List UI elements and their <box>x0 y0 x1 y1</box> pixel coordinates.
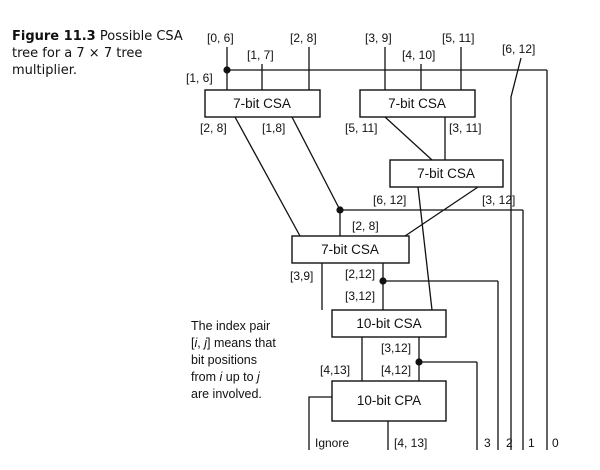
label-in-6-12: [6, 12] <box>502 42 535 56</box>
index-pair-note: The index pair [i, j] means that bit pos… <box>191 318 316 403</box>
csa-block-d-label: 7-bit CSA <box>321 242 379 257</box>
figure-number: Figure 11.3 <box>12 29 96 44</box>
wire-cpa-ignore <box>308 396 332 450</box>
note-line-3: bit positions <box>191 353 258 367</box>
csa-block-b-label: 7-bit CSA <box>388 96 446 111</box>
label-in-1-7: [1, 7] <box>247 48 274 62</box>
label-d-out-right2: [3,12] <box>345 289 375 303</box>
label-in-0-6: [0, 6] <box>207 31 234 45</box>
label-a-out-left: [2, 8] <box>200 121 227 135</box>
label-in-3-9: [3, 9] <box>365 31 392 45</box>
label-c-out-left: [6, 12] <box>373 193 406 207</box>
cpa-block-label: 10-bit CPA <box>357 393 421 408</box>
label-e-out-left: [4,13] <box>320 363 350 377</box>
label-d-out-right: [2,12] <box>345 267 375 281</box>
csa-block-e <box>331 309 447 338</box>
label-ignore: Ignore <box>315 436 349 450</box>
wire-b-out-left <box>384 116 433 161</box>
wire-a-out-left <box>234 116 301 237</box>
csa-block-a-label: 7-bit CSA <box>233 96 291 111</box>
label-bit0: 0 <box>552 436 559 450</box>
csa-block-c-label: 7-bit CSA <box>417 166 475 181</box>
figure-caption-text: Possible CSA tree for a 7 × 7 tree multi… <box>12 29 183 78</box>
figure-caption: Figure 11.3 Possible CSA tree for a 7 × … <box>12 28 187 79</box>
note-line-4: from i up to j <box>191 370 260 384</box>
cpa-block <box>331 380 447 422</box>
wire-c-out-right <box>404 186 479 237</box>
label-in-4-10: [4, 10] <box>402 48 435 62</box>
label-in-5-11: [5, 11] <box>442 31 474 45</box>
label-c-out-right: [3, 12] <box>482 193 515 207</box>
label-d-out-left: [3,9] <box>290 269 313 283</box>
label-result: [4, 13] <box>394 436 427 450</box>
wire-c-out-left <box>417 186 433 311</box>
csa-block-d <box>291 235 410 264</box>
label-b-out-right: [3, 11] <box>449 121 481 135</box>
label-bit3: 3 <box>484 436 491 450</box>
label-e-out-right: [3,12] <box>381 341 411 355</box>
csa-block-e-label: 10-bit CSA <box>356 316 421 331</box>
label-in-2-8: [2, 8] <box>290 31 317 45</box>
label-e-out-right2: [4,12] <box>381 363 411 377</box>
label-b-out-left: [5, 11] <box>345 121 377 135</box>
label-bit2: 2 <box>506 436 513 450</box>
note-line-1: The index pair <box>191 319 271 333</box>
label-a-out-right: [1,8] <box>262 121 285 135</box>
csa-block-c <box>389 159 504 188</box>
note-line-5: are involved. <box>191 387 262 401</box>
note-line-2: [i, j] means that <box>191 336 276 350</box>
wire-in-6-12 <box>510 57 522 450</box>
label-d-in-bypass: [2, 8] <box>352 219 379 233</box>
label-in-1-6: [1, 6] <box>186 71 213 85</box>
label-bit1: 1 <box>528 436 535 450</box>
csa-block-a <box>204 89 321 118</box>
csa-block-b <box>359 89 476 118</box>
wire-a-out-right <box>291 116 341 211</box>
